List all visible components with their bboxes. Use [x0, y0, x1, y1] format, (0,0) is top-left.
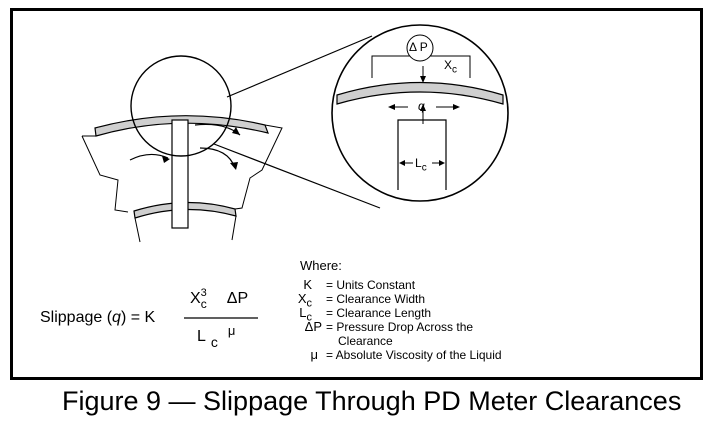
- lc-label: Lc: [415, 156, 427, 173]
- legend-xc-sub: c: [306, 297, 313, 310]
- rotor-vane: [171, 119, 189, 229]
- xc-label: Xc: [444, 58, 457, 75]
- formula-lhs-var: q: [112, 309, 121, 326]
- legend-symbol-xc: Xc: [290, 291, 312, 310]
- xc-arrow-top-head: [420, 76, 426, 83]
- legend-symbol-dp: ΔP: [300, 319, 322, 334]
- legend-lc-text: L: [299, 305, 307, 320]
- formula-num-sub: c: [200, 297, 207, 311]
- legend-symbol-k: K: [290, 277, 312, 292]
- legend-mu-text: μ: [310, 347, 319, 362]
- q-label: q: [418, 99, 425, 113]
- xc-arrow-bottom-head: [420, 104, 426, 111]
- q-arrow-right-head: [453, 104, 460, 110]
- legend-xc-text: X: [297, 291, 307, 306]
- flow-arrow-right: [199, 147, 236, 169]
- formula-lhs-close: ) = K: [120, 309, 156, 326]
- lc-label-sub: c: [421, 162, 427, 174]
- legend-text-xc: = Clearance Width: [326, 292, 426, 306]
- where-title: Where:: [300, 258, 342, 273]
- formula-lhs: Slippage (q) = K: [40, 309, 155, 327]
- legend-symbol-mu: μ: [296, 347, 319, 362]
- housing-outline: [81, 124, 283, 213]
- xc-label-sub: c: [452, 64, 458, 76]
- legend-text-dp: = Pressure Drop Across the: [326, 320, 474, 334]
- formula-num-x: X: [190, 290, 201, 307]
- magnifier-small-circle: [130, 55, 232, 157]
- xc-label-main: X: [444, 58, 453, 72]
- figure-frame: [10, 8, 703, 380]
- lc-right-head: [439, 160, 445, 166]
- legend-text-lc: = Clearance Length: [326, 306, 432, 320]
- legend-lc-sub: c: [306, 311, 313, 324]
- magnifier-tangent-top: [226, 35, 373, 98]
- q-arrow-left-head: [388, 104, 395, 110]
- formula-den-l: L: [197, 328, 206, 345]
- formula-num-sup: 3: [200, 287, 207, 299]
- legend-text-k: = Units Constant: [326, 278, 416, 292]
- lc-label-main: L: [415, 156, 422, 170]
- detail-vane: [397, 119, 447, 190]
- formula-lhs-word: Slippage (: [40, 309, 113, 326]
- housing-lower-walls: [134, 215, 237, 243]
- legend-dp-text: ΔP: [304, 319, 322, 334]
- legend-k-text: K: [303, 277, 312, 292]
- detail-band: [336, 81, 504, 105]
- flow-arrow-top-head: [232, 127, 240, 135]
- formula-den-sub: c: [210, 334, 218, 350]
- lc-left-head: [399, 160, 405, 166]
- dp-label: Δ P: [409, 40, 428, 54]
- formula-den-mu: μ: [227, 323, 236, 338]
- legend-text-dp-cont: Clearance: [338, 334, 393, 348]
- legend-text-mu: = Absolute Viscosity of the Liquid: [326, 348, 502, 362]
- legend-symbol-lc: Lc: [290, 305, 312, 324]
- flow-arrow-right-head: [230, 162, 238, 170]
- flow-arrow-left-head: [162, 156, 170, 163]
- detail-circle: [331, 24, 509, 202]
- flow-arrow-left: [129, 153, 169, 161]
- figure-caption: Figure 9 — Slippage Through PD Meter Cle…: [62, 386, 682, 416]
- dp-circle: [406, 34, 434, 62]
- formula-numerator: X3c ΔP: [190, 287, 249, 311]
- magnifier-tangent-bottom: [213, 143, 381, 209]
- housing-upper-band: [94, 115, 269, 137]
- formula-num-dp: ΔP: [226, 290, 249, 307]
